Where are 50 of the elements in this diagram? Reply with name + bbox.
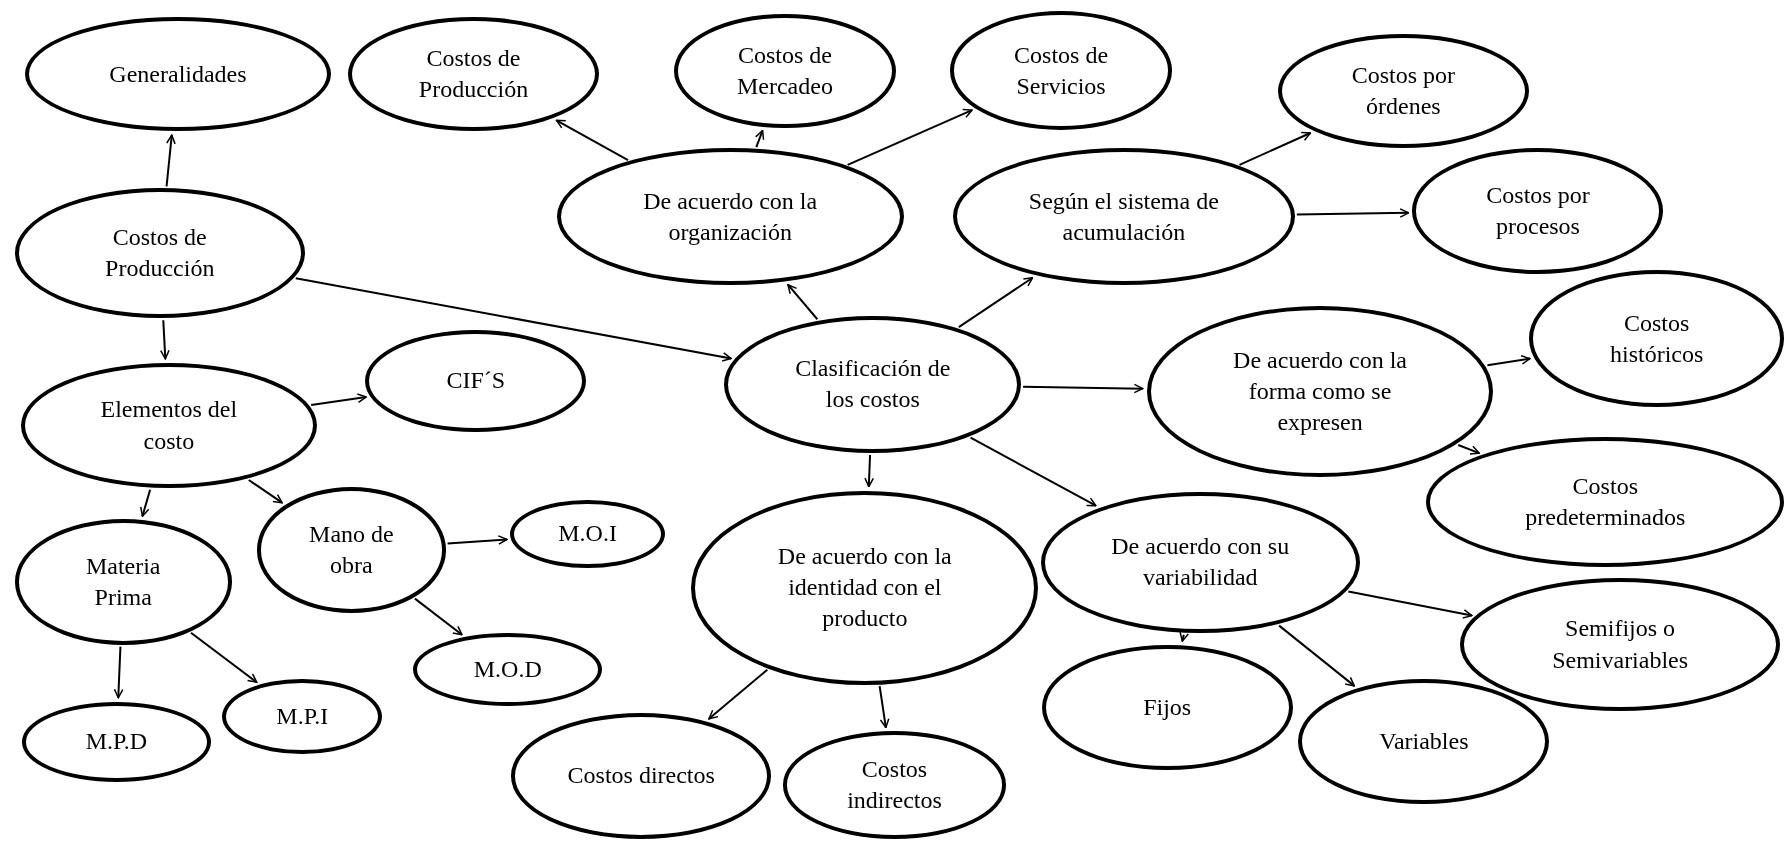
concept-label: Costos históricos bbox=[1608, 308, 1705, 369]
concept-label: Según el sistema de acumulación bbox=[1027, 186, 1220, 247]
arrow bbox=[165, 134, 176, 188]
arrow bbox=[878, 685, 890, 729]
concept-label: Costos de Servicios bbox=[1013, 40, 1110, 101]
arrow bbox=[969, 436, 1097, 507]
arrow bbox=[1179, 631, 1189, 643]
arrow bbox=[159, 319, 170, 360]
arrow bbox=[555, 119, 629, 161]
arrow bbox=[1022, 383, 1144, 394]
arrow bbox=[846, 108, 973, 166]
concept-label: Fijos bbox=[1143, 692, 1192, 722]
arrow bbox=[446, 535, 508, 545]
arrow bbox=[957, 276, 1034, 329]
concept-label: M.O.I bbox=[558, 519, 617, 549]
arrow bbox=[707, 668, 769, 720]
arrow bbox=[755, 129, 765, 149]
arrow bbox=[1295, 208, 1410, 218]
arrow bbox=[113, 645, 124, 699]
arrow bbox=[1486, 355, 1531, 367]
concept-label: Costos de Producción bbox=[104, 223, 216, 284]
arrow bbox=[864, 453, 875, 488]
arrow bbox=[1238, 131, 1312, 166]
concept-label: Costos por órdenes bbox=[1350, 61, 1456, 122]
concept-label: Mano de obra bbox=[308, 519, 395, 580]
arrow bbox=[1278, 624, 1356, 687]
concept-label: De acuerdo con la identidad con el producto bbox=[776, 541, 953, 634]
concept-label: CIF´S bbox=[446, 366, 506, 396]
concept-label: Semifijos o Semivariables bbox=[1551, 614, 1690, 675]
arrow bbox=[247, 479, 284, 504]
concept-label: Costos de Mercadeo bbox=[735, 40, 834, 101]
concept-label: M.P.D bbox=[85, 727, 148, 756]
concept-label: Generalidades bbox=[109, 59, 247, 89]
arrow bbox=[140, 488, 152, 518]
arrow bbox=[189, 631, 258, 684]
concept-label: Costos directos bbox=[567, 761, 715, 791]
arrow bbox=[1457, 443, 1481, 455]
concept-label: Costos de Producción bbox=[417, 43, 530, 105]
concept-label: Costos indirectos bbox=[846, 754, 943, 815]
concept-label: Materia Prima bbox=[84, 551, 162, 612]
concept-label: Elementos del costo bbox=[99, 395, 239, 456]
concept-label: Variables bbox=[1379, 727, 1469, 756]
concept-label: De acuerdo con la organización bbox=[642, 186, 819, 247]
concept-label: M.P.I bbox=[276, 701, 329, 731]
concept-label: Costos por procesos bbox=[1485, 180, 1591, 242]
concept-label: M.O.D bbox=[473, 655, 542, 685]
concept-label: Costos predeterminados bbox=[1524, 471, 1687, 532]
concept-label: Clasificación de los costos bbox=[794, 354, 952, 415]
concept-label: De acuerdo con la forma como se expresen bbox=[1232, 345, 1408, 437]
concept-label: De acuerdo con su variabilidad bbox=[1110, 532, 1291, 593]
